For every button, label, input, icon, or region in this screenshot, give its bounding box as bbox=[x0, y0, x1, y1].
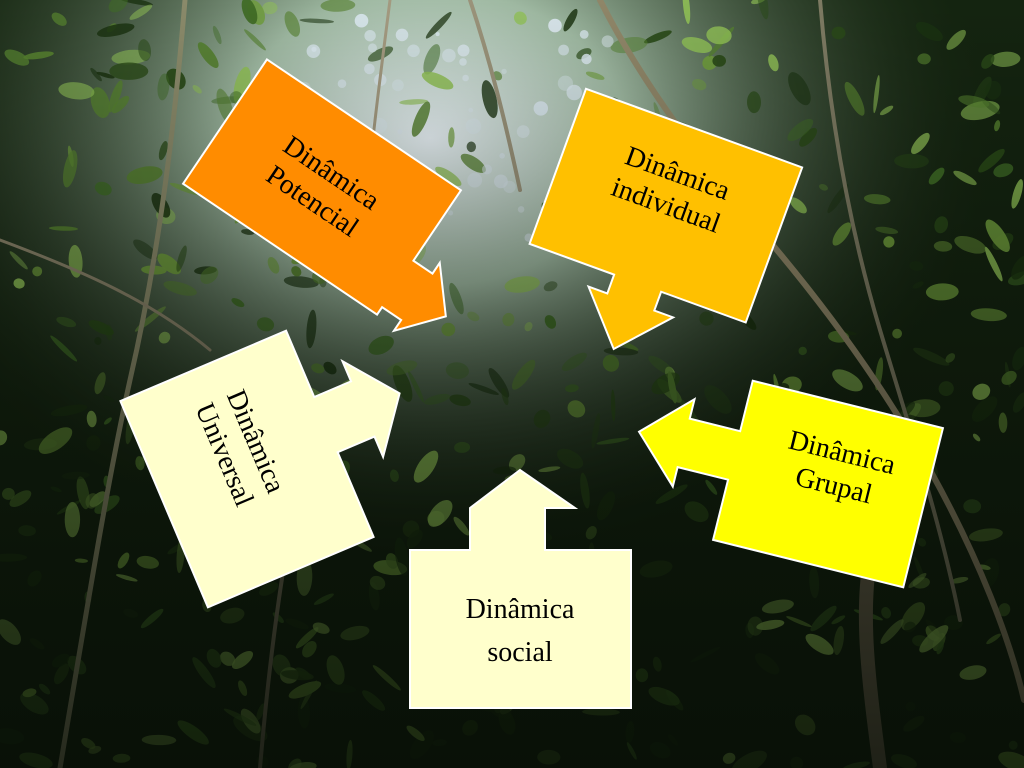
callout-universal-shape bbox=[119, 329, 401, 609]
callout-social: Dinâmica social bbox=[409, 468, 632, 709]
callout-social-shape bbox=[409, 468, 632, 709]
callout-social-line1: Dinâmica bbox=[466, 594, 575, 625]
callout-social-line2: social bbox=[487, 637, 553, 668]
callout-potencial: Dinâmica Potencial bbox=[181, 58, 463, 333]
callout-potencial-shape bbox=[181, 58, 463, 333]
callout-individual-shape bbox=[528, 87, 804, 351]
callout-universal: Dinâmica Universal bbox=[119, 329, 401, 609]
callout-grupal: Dinâmica Grupal bbox=[637, 379, 945, 589]
callout-individual: Dinâmica individual bbox=[528, 87, 804, 351]
callout-grupal-shape bbox=[637, 379, 945, 589]
